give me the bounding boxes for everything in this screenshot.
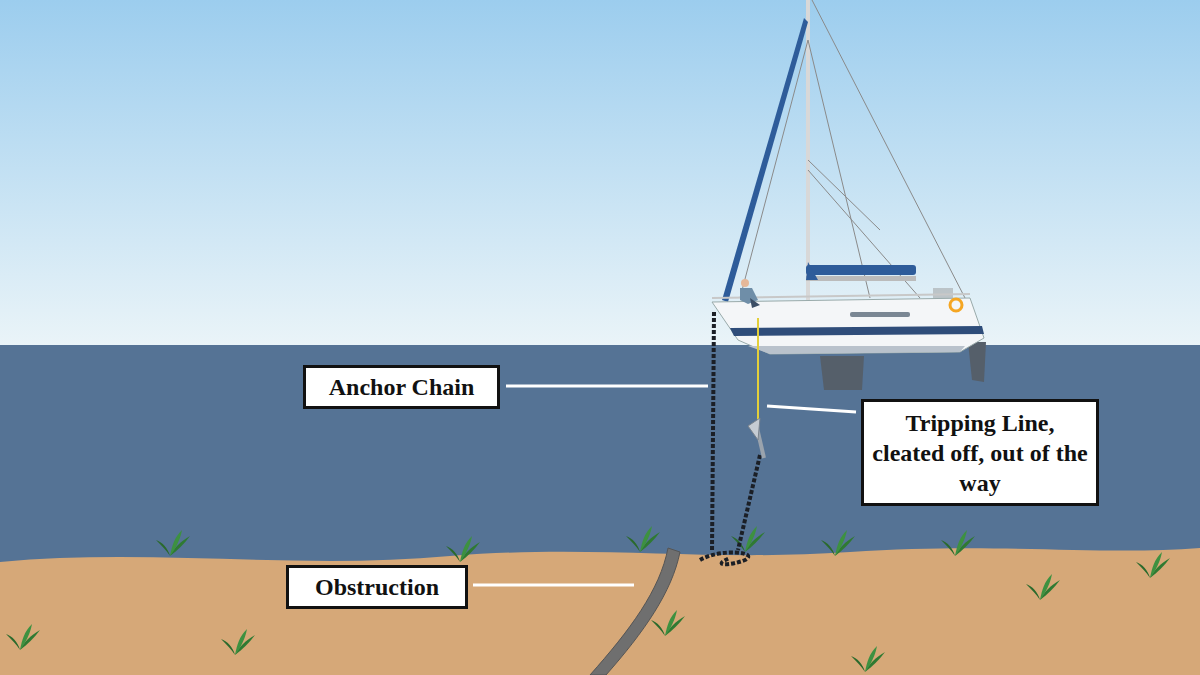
leader-line: [473, 386, 856, 585]
anchor: [748, 418, 764, 458]
obstruction-pipe: [590, 548, 680, 675]
label-box: Obstruction: [286, 565, 468, 609]
seaweed: [6, 526, 1170, 672]
chain-pile: [700, 552, 748, 564]
label-text: Obstruction: [297, 572, 457, 602]
sailboat-hull: [712, 294, 986, 390]
anchor-chain: [712, 312, 714, 552]
rigging: [722, 0, 965, 302]
furled-jib: [722, 18, 808, 302]
water: [0, 345, 1200, 575]
label-text: Tripping Line, cleated off, out of the w…: [872, 408, 1088, 498]
crew-figure: [740, 279, 760, 308]
sky: [0, 0, 1200, 346]
seabed: [0, 548, 1200, 675]
anchor-chain: [738, 455, 760, 550]
tripping-line: [757, 318, 759, 428]
label-text: Anchor Chain: [314, 372, 489, 402]
label-box: Tripping Line, cleated off, out of the w…: [861, 399, 1099, 506]
label-box: Anchor Chain: [303, 365, 500, 409]
